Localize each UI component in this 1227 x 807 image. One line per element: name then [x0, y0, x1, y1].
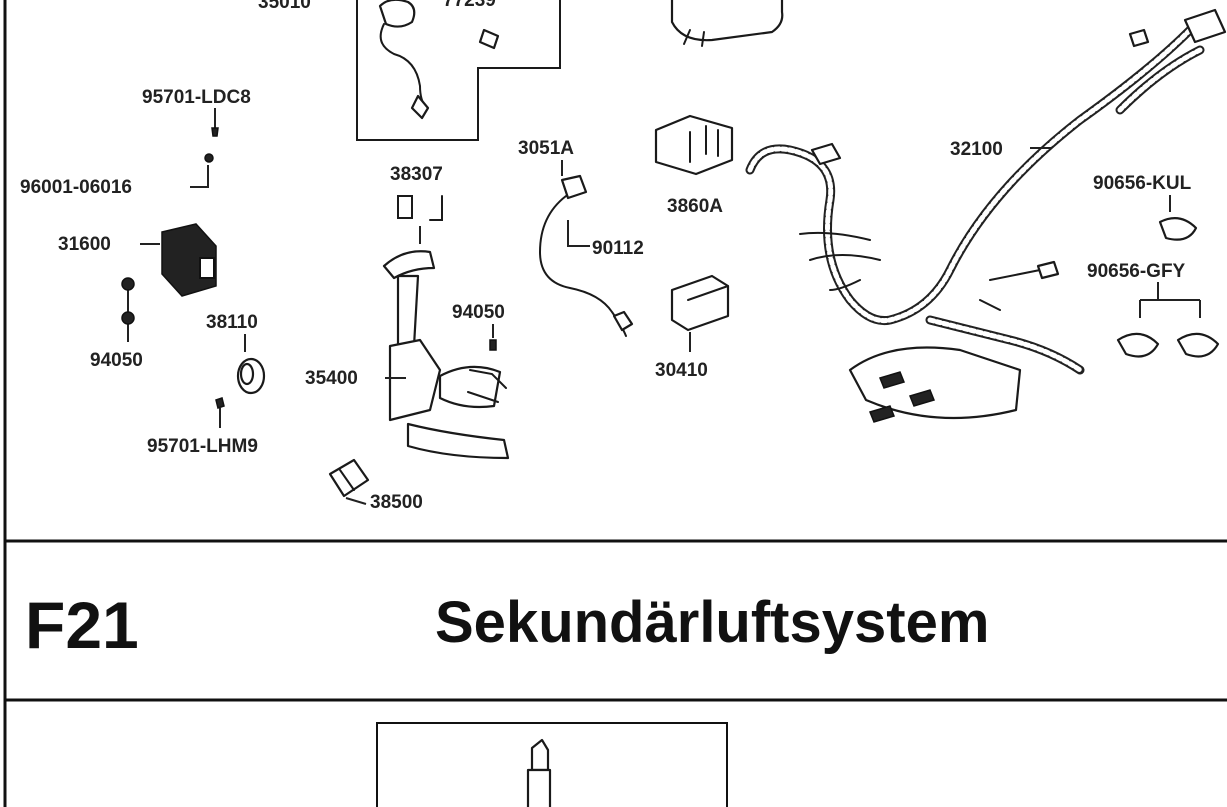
inset-box-top [356, 0, 561, 141]
label-38110: 38110 [206, 312, 258, 333]
clamp-90656-kul [1158, 217, 1198, 241]
f21-inset-box [376, 722, 728, 807]
label-3051a: 3051A [518, 138, 574, 159]
label-3860a: 3860A [667, 196, 723, 217]
label-95701-lhm9: 95701-LHM9 [147, 436, 258, 457]
switch-3051a [538, 174, 634, 337]
bolt-94050-mid [489, 339, 497, 351]
label-96001-06016: 96001-06016 [20, 177, 132, 198]
label-32100: 32100 [950, 139, 1003, 160]
label-94050-mid: 94050 [452, 302, 505, 323]
label-90112: 90112 [592, 238, 644, 259]
top-component-partial [670, 0, 784, 42]
clips-38307 [397, 195, 443, 221]
cdi-unit-30410 [670, 274, 730, 332]
label-90656-kul: 90656-KUL [1093, 173, 1192, 194]
label-31600: 31600 [58, 234, 111, 255]
clamps-90656-gfy [1116, 332, 1220, 358]
bolt-96001-06016 [204, 153, 214, 163]
bolt-94050-left-a [121, 277, 135, 291]
label-30410: 30410 [655, 360, 708, 381]
regulator-rectifier-31600 [161, 223, 217, 297]
ignition-switch-drawing [378, 0, 500, 120]
label-35400: 35400 [305, 368, 358, 389]
screw-95701-lhm9 [215, 397, 225, 409]
label-95701-ldc8: 95701-LDC8 [142, 87, 251, 108]
relay-3860a [654, 114, 734, 176]
wire-harness-32100 [745, 8, 1227, 423]
rubber-cap-38500 [328, 458, 370, 498]
label-35010: 35010 [258, 0, 311, 13]
screw-95701-ldc8 [211, 127, 219, 137]
label-38307: 38307 [390, 164, 443, 185]
section-code: F21 [25, 588, 139, 662]
label-77239: 77239 [443, 0, 496, 11]
bracket-assembly-35400 [382, 250, 510, 460]
bolt-94050-left-b [121, 311, 135, 325]
section-title: Sekundärluftsystem [435, 590, 989, 655]
label-94050-left: 94050 [90, 350, 143, 371]
f21-part-drawing [526, 738, 552, 807]
label-38500: 38500 [370, 492, 423, 513]
label-90656-gfy: 90656-GFY [1087, 261, 1186, 282]
